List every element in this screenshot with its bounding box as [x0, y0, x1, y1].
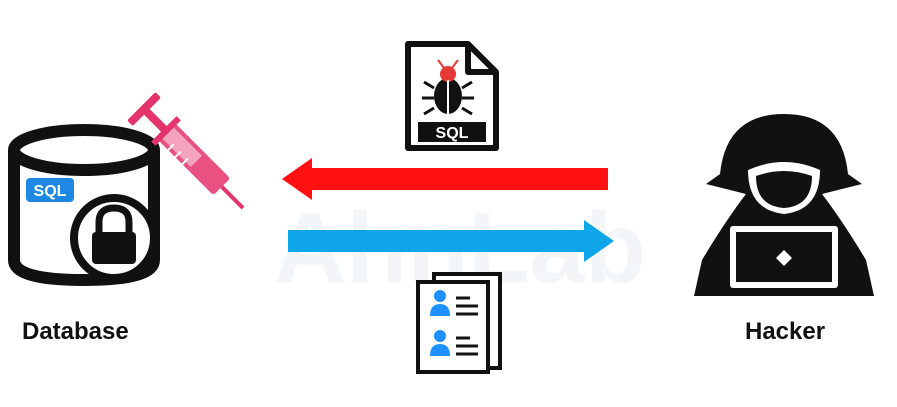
svg-text:SQL: SQL	[34, 183, 67, 200]
sql-file-icon: SQL	[405, 41, 499, 151]
response-arrow	[288, 220, 614, 262]
svg-text:SQL: SQL	[436, 125, 469, 142]
syringe-icon	[127, 92, 245, 210]
documents-icon	[416, 272, 502, 374]
lock-icon	[70, 194, 158, 282]
sql-badge: SQL	[26, 178, 74, 202]
laptop-icon	[730, 226, 838, 288]
bug-icon	[422, 59, 474, 116]
database-icon: SQL	[8, 124, 160, 287]
database-label: Database	[22, 318, 129, 345]
hacker-icon	[694, 114, 874, 296]
person-icon	[430, 330, 450, 356]
attack-arrow	[282, 158, 608, 200]
person-icon	[430, 290, 450, 316]
hacker-label: Hacker	[745, 318, 826, 345]
